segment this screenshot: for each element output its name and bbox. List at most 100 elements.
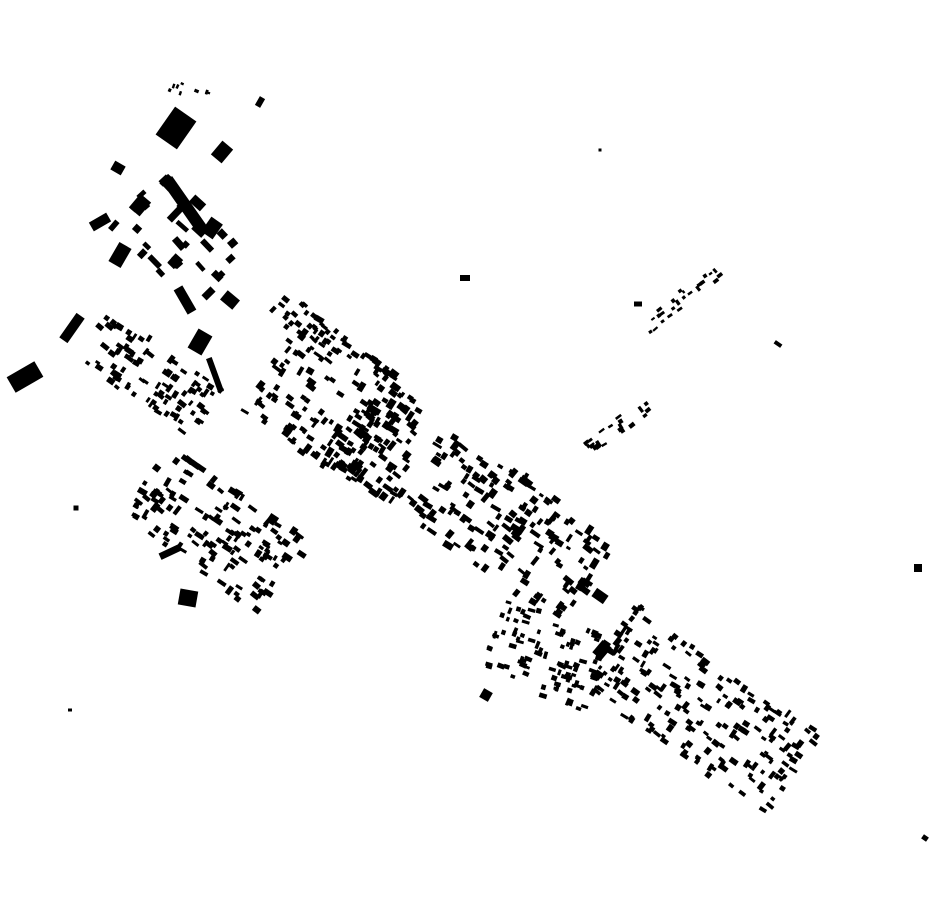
building bbox=[512, 588, 521, 598]
building bbox=[59, 312, 85, 344]
building bbox=[569, 641, 576, 647]
building bbox=[683, 675, 691, 683]
building bbox=[659, 736, 670, 746]
building bbox=[406, 421, 417, 431]
building bbox=[251, 581, 262, 591]
building bbox=[666, 313, 673, 319]
building bbox=[623, 676, 631, 685]
building bbox=[447, 509, 454, 516]
building bbox=[435, 435, 444, 445]
building bbox=[261, 539, 271, 548]
building bbox=[409, 397, 417, 405]
building bbox=[528, 597, 538, 607]
building bbox=[240, 408, 250, 415]
building bbox=[631, 604, 640, 614]
building bbox=[210, 140, 234, 164]
building bbox=[229, 502, 241, 513]
building bbox=[209, 474, 219, 484]
building bbox=[211, 515, 224, 526]
building bbox=[778, 746, 786, 753]
building bbox=[133, 497, 144, 506]
building bbox=[165, 503, 174, 512]
building bbox=[374, 380, 381, 387]
building bbox=[253, 548, 263, 559]
building bbox=[167, 88, 172, 93]
building bbox=[643, 400, 649, 407]
building bbox=[674, 703, 682, 712]
building bbox=[328, 376, 337, 384]
building bbox=[199, 569, 209, 577]
building bbox=[756, 781, 766, 792]
building bbox=[496, 463, 504, 470]
building bbox=[617, 654, 626, 661]
building bbox=[260, 413, 269, 422]
building bbox=[612, 636, 623, 647]
building bbox=[681, 295, 687, 300]
building bbox=[310, 450, 320, 461]
building bbox=[372, 445, 380, 453]
building bbox=[529, 528, 541, 539]
building bbox=[173, 285, 197, 315]
building bbox=[449, 505, 457, 513]
building bbox=[618, 666, 625, 673]
building bbox=[684, 682, 692, 690]
building bbox=[119, 366, 127, 374]
building bbox=[176, 398, 188, 409]
building bbox=[303, 309, 310, 317]
building bbox=[490, 475, 501, 486]
building bbox=[555, 600, 565, 611]
building bbox=[449, 502, 456, 508]
building bbox=[717, 756, 725, 764]
building bbox=[169, 526, 179, 536]
building bbox=[575, 706, 582, 712]
building bbox=[651, 635, 658, 641]
building bbox=[402, 456, 411, 464]
building bbox=[193, 417, 202, 426]
building bbox=[351, 419, 362, 429]
building bbox=[655, 306, 663, 313]
building bbox=[216, 270, 226, 279]
building bbox=[607, 676, 613, 682]
building bbox=[175, 83, 180, 89]
building bbox=[637, 604, 645, 612]
building bbox=[389, 381, 402, 393]
building bbox=[617, 418, 624, 425]
building bbox=[747, 772, 754, 779]
building bbox=[645, 727, 653, 734]
building bbox=[323, 460, 331, 468]
building bbox=[522, 613, 532, 620]
building bbox=[362, 480, 374, 491]
building bbox=[499, 554, 510, 565]
building bbox=[284, 345, 292, 354]
building bbox=[373, 364, 383, 373]
building bbox=[323, 356, 333, 365]
building bbox=[715, 683, 723, 691]
building bbox=[259, 386, 266, 393]
building bbox=[530, 555, 540, 566]
building bbox=[503, 514, 514, 524]
building bbox=[387, 388, 399, 399]
building bbox=[268, 580, 276, 588]
building bbox=[224, 585, 235, 596]
building bbox=[238, 493, 246, 502]
building bbox=[598, 148, 602, 152]
building bbox=[94, 360, 101, 365]
building bbox=[519, 608, 526, 616]
building bbox=[670, 298, 676, 304]
building bbox=[592, 547, 601, 555]
building bbox=[670, 306, 676, 311]
building bbox=[296, 549, 307, 559]
building bbox=[358, 467, 369, 478]
building bbox=[616, 689, 625, 697]
building bbox=[767, 770, 777, 780]
building bbox=[317, 408, 326, 416]
building bbox=[452, 448, 462, 457]
building bbox=[147, 530, 156, 539]
building bbox=[277, 301, 286, 309]
building bbox=[289, 436, 297, 445]
building bbox=[790, 741, 801, 751]
building bbox=[676, 306, 683, 312]
building bbox=[162, 176, 208, 234]
building bbox=[739, 684, 749, 694]
building bbox=[486, 645, 494, 652]
